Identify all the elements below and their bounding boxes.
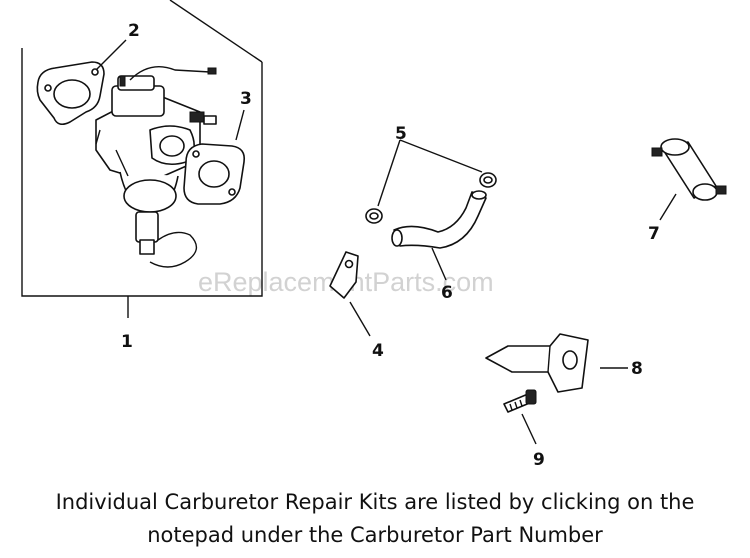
callout-8: 8: [631, 359, 643, 379]
part-1-carburetor[interactable]: [95, 66, 217, 268]
callout-3: 3: [240, 89, 252, 109]
callout-6: 6: [441, 283, 453, 303]
parts-diagram: eReplacementParts.com: [21, 0, 727, 470]
part-7-fuel-filter[interactable]: [651, 138, 727, 201]
caption-line-1: Individual Carburetor Repair Kits are li…: [55, 490, 695, 514]
caption-line-2: notepad under the Carburetor Part Number: [147, 523, 603, 547]
part-3-gasket[interactable]: [183, 143, 246, 205]
callout-2: 2: [128, 21, 140, 41]
part-9-screw[interactable]: [503, 389, 537, 413]
callout-1: 1: [121, 332, 133, 352]
caption: Individual Carburetor Repair Kits are li…: [0, 486, 750, 552]
part-8-bracket[interactable]: [485, 333, 589, 393]
callout-7: 7: [648, 224, 660, 244]
part-4-clip[interactable]: [329, 251, 359, 299]
assembly-box: [21, 0, 263, 318]
part-6-hose[interactable]: [391, 190, 487, 249]
callout-4: 4: [372, 341, 384, 361]
callout-5: 5: [395, 124, 407, 144]
part-2-gasket[interactable]: [36, 61, 105, 126]
part-5-clamp-left[interactable]: [365, 208, 383, 224]
callout-9: 9: [533, 450, 545, 470]
part-5-clamp-right[interactable]: [479, 172, 497, 188]
leader-lines: [95, 39, 677, 445]
